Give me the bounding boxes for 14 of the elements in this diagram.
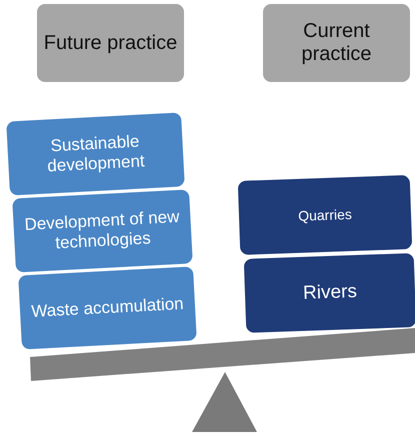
factor-box (238, 175, 412, 255)
factor-box (12, 189, 193, 273)
box-label: Quarries (298, 206, 352, 224)
box-label: Waste accumulation (30, 294, 184, 322)
box-label: Sustainable development (46, 131, 146, 178)
box-label: Rivers (302, 281, 358, 305)
box-label: Future practice (44, 32, 178, 54)
header-box (263, 4, 410, 82)
header-box (37, 4, 184, 82)
box-label: Development of new technologies (23, 207, 181, 254)
factor-box (244, 253, 415, 333)
box-label: Current practice (300, 20, 373, 66)
factor-box (18, 266, 197, 350)
factor-box (6, 112, 185, 196)
